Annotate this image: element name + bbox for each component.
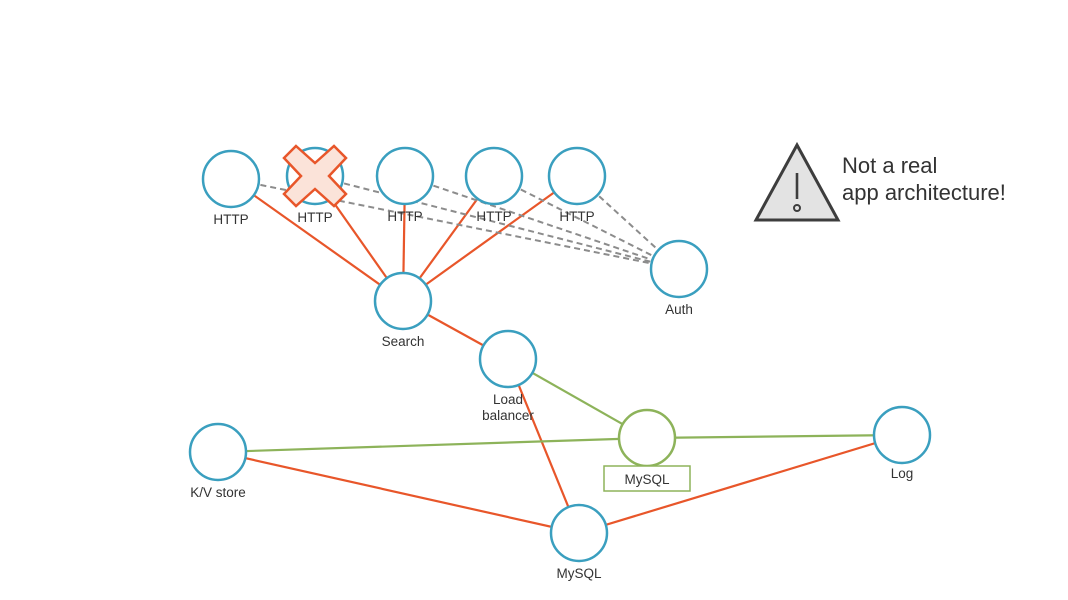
warning-triangle-icon <box>753 141 841 222</box>
node-label: K/V store <box>190 485 246 500</box>
failed-x-icon <box>282 144 348 208</box>
node-circle <box>547 146 607 206</box>
node-mysql-main: MySQL <box>549 503 609 581</box>
edge-http3-auth <box>404 175 680 270</box>
node-label-line-1: Load <box>493 392 523 407</box>
edge-http2-auth <box>314 175 680 270</box>
edges-layer <box>217 175 903 535</box>
warning-line-1: Not a real <box>842 153 938 178</box>
node-label: HTTP <box>476 209 511 224</box>
edge-http4-auth <box>493 175 680 270</box>
node-label-box <box>603 465 691 492</box>
node-label: MySQL <box>556 566 602 581</box>
node-http1: HTTP <box>201 149 261 227</box>
node-circle <box>478 329 538 389</box>
node-label: HTTP <box>213 212 248 227</box>
node-log: Log <box>872 405 932 481</box>
edge-http1-search <box>230 178 404 302</box>
edge-load_balancer-mysql_main <box>506 358 581 534</box>
edge-kv_store-mysql_main <box>217 450 580 535</box>
edge-http1-auth <box>230 178 680 270</box>
warning-message: Not a real app architecture! <box>842 152 1006 206</box>
edge-mysql_main-log <box>578 433 903 535</box>
warning-line-2: app architecture! <box>842 180 1006 205</box>
node-http4: HTTP <box>464 146 524 224</box>
node-circle <box>375 146 435 206</box>
node-label-line-2: balancer <box>482 408 534 423</box>
node-circle <box>617 408 677 468</box>
node-http5: HTTP <box>547 146 607 224</box>
node-circle <box>649 239 709 299</box>
node-label: HTTP <box>559 209 594 224</box>
node-label: HTTP <box>297 210 332 225</box>
edge-mysql_replica-log <box>646 433 903 440</box>
node-circle <box>188 422 248 482</box>
node-circle <box>549 503 609 563</box>
edge-kv_store-mysql_replica <box>217 436 648 454</box>
node-label: Log <box>891 466 914 481</box>
edge-http5-search <box>402 175 578 302</box>
node-kv-store: K/V store <box>188 422 248 500</box>
node-label: Auth <box>665 302 693 317</box>
node-label: MySQL <box>624 472 670 487</box>
node-circle <box>201 149 261 209</box>
node-label: HTTP <box>387 209 422 224</box>
node-http3: HTTP <box>375 146 435 224</box>
node-label: Search <box>382 334 425 349</box>
node-circle <box>872 405 932 465</box>
node-search: Search <box>373 271 433 349</box>
node-auth: Auth <box>649 239 709 317</box>
node-circle <box>464 146 524 206</box>
node-mysql-replica: MySQL <box>603 408 691 492</box>
node-circle <box>373 271 433 331</box>
